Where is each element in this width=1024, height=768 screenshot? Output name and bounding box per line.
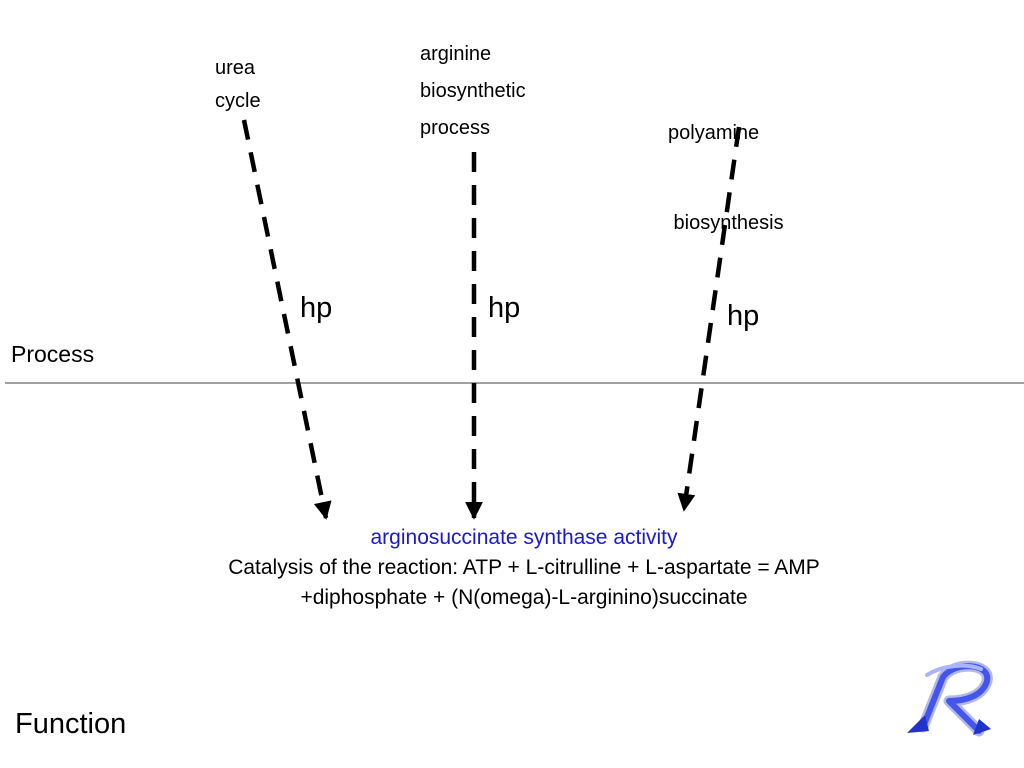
term-line: polyamine bbox=[668, 122, 760, 144]
edge-label-urea-cycle: hp bbox=[300, 292, 333, 324]
process-term-urea-cycle: urea cycle bbox=[215, 52, 261, 118]
term-line: arginine bbox=[420, 43, 492, 65]
term-line: urea bbox=[215, 57, 256, 79]
function-description-line: Catalysis of the reaction: ATP + L-citru… bbox=[228, 556, 820, 579]
r-logo-icon[interactable] bbox=[905, 655, 997, 743]
term-line: cycle bbox=[215, 90, 261, 112]
edge-label-arginine-biosynthetic-process: hp bbox=[488, 292, 521, 324]
term-line: process bbox=[420, 117, 491, 139]
process-term-arginine-biosynthetic-process: arginine biosynthetic process bbox=[420, 36, 526, 147]
function-name: arginosuccinate synthase activity bbox=[370, 526, 678, 549]
process-section-label: Process bbox=[11, 341, 95, 367]
process-term-polyamine-biosynthesis: polyamine biosynthesis bbox=[668, 58, 784, 268]
function-term: arginosuccinate synthase activity Cataly… bbox=[0, 523, 1024, 613]
edge-label-polyamine-biosynthesis: hp bbox=[727, 300, 760, 332]
term-line: biosynthetic bbox=[420, 80, 526, 102]
function-section-label: Function bbox=[15, 708, 127, 740]
function-description-line: +diphosphate + (N(omega)-L-arginino)succ… bbox=[300, 586, 748, 609]
edge-urea-cycle bbox=[241, 119, 332, 520]
term-line: biosynthesis bbox=[668, 212, 784, 234]
